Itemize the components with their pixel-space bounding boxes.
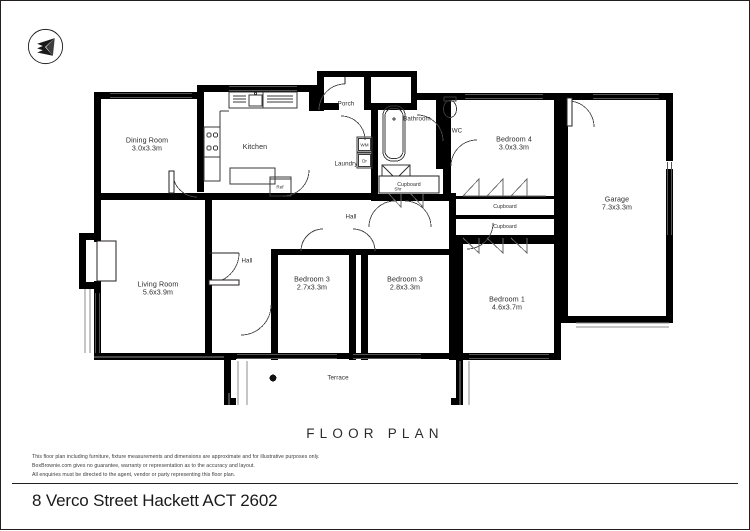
disclaimer-line-2: BoxBrownie.com gives no guarantee, warra… (32, 463, 255, 470)
property-address: 8 Verco Street Hackett ACT 2602 (32, 491, 278, 510)
footer-divider (12, 483, 738, 484)
north-arrow-compass-icon (27, 28, 64, 65)
disclaimer-line-3: All enquiries must be directed to the ag… (32, 472, 236, 479)
disclaimer-line-1: This floor plan including furniture, fix… (32, 454, 320, 460)
disclaimer-text: This floor plan including furniture, fix… (32, 453, 320, 480)
page-title: FLOOR PLAN (306, 426, 444, 441)
